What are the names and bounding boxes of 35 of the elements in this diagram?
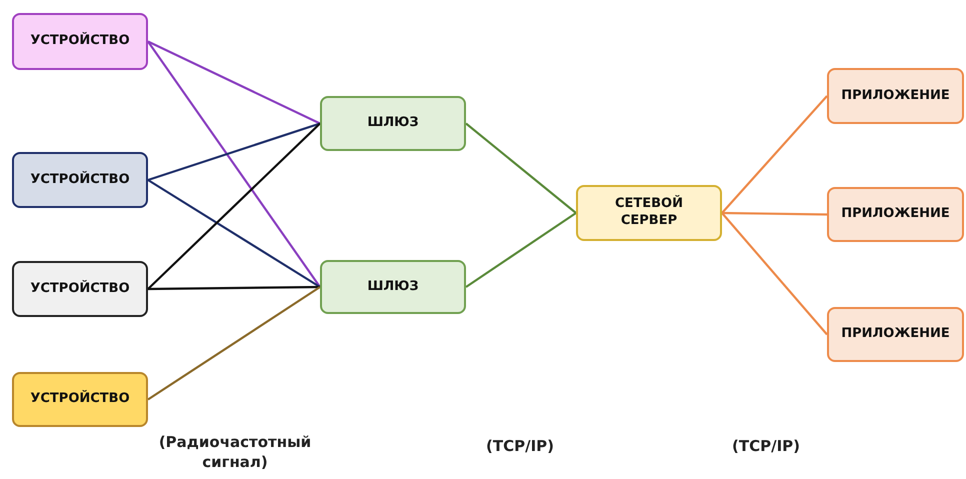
gateway-box	[320, 260, 466, 314]
node-label: УСТРОЙСТВО	[30, 172, 130, 188]
protocol-label: (TCP/IP)	[731, 437, 801, 456]
application-box	[827, 187, 964, 242]
node-label: ПРИЛОЖЕНИЕ	[841, 206, 950, 223]
application-box	[827, 307, 964, 362]
node-label: УСТРОЙСТВО	[30, 33, 130, 50]
node-label: ПРИЛОЖЕНИЕ	[841, 326, 950, 343]
connector-line	[148, 286, 320, 290]
connector-line	[465, 122, 577, 214]
node-label: СЕТЕВОЙ СЕРВЕР	[614, 196, 684, 230]
device-box	[12, 13, 148, 70]
device-box	[12, 261, 148, 317]
connector-line	[148, 122, 320, 182]
device-box	[12, 372, 148, 427]
connector-line	[147, 179, 321, 288]
connector-line	[147, 40, 321, 288]
node-label: УСТРОЙСТВО	[30, 391, 130, 408]
device-box	[12, 152, 148, 208]
node-label: УСТРОЙСТВО	[30, 280, 130, 298]
protocol-label: (Радиочастотный сигнал)	[158, 433, 312, 472]
connector-line	[148, 40, 320, 124]
connector-line	[721, 212, 828, 336]
node-label: ПРИЛОЖЕНИЕ	[841, 88, 950, 104]
connector-line	[147, 286, 321, 400]
gateway-box	[320, 96, 466, 151]
connector-line	[722, 212, 828, 216]
protocol-label: (TCP/IP)	[485, 437, 555, 456]
node-label: ШЛЮЗ	[367, 278, 419, 296]
connector-line	[721, 95, 828, 214]
server-box	[576, 185, 722, 241]
application-box	[827, 68, 964, 124]
connector-line	[465, 212, 577, 288]
node-label: ШЛЮЗ	[367, 115, 419, 132]
connector-line	[147, 122, 321, 290]
